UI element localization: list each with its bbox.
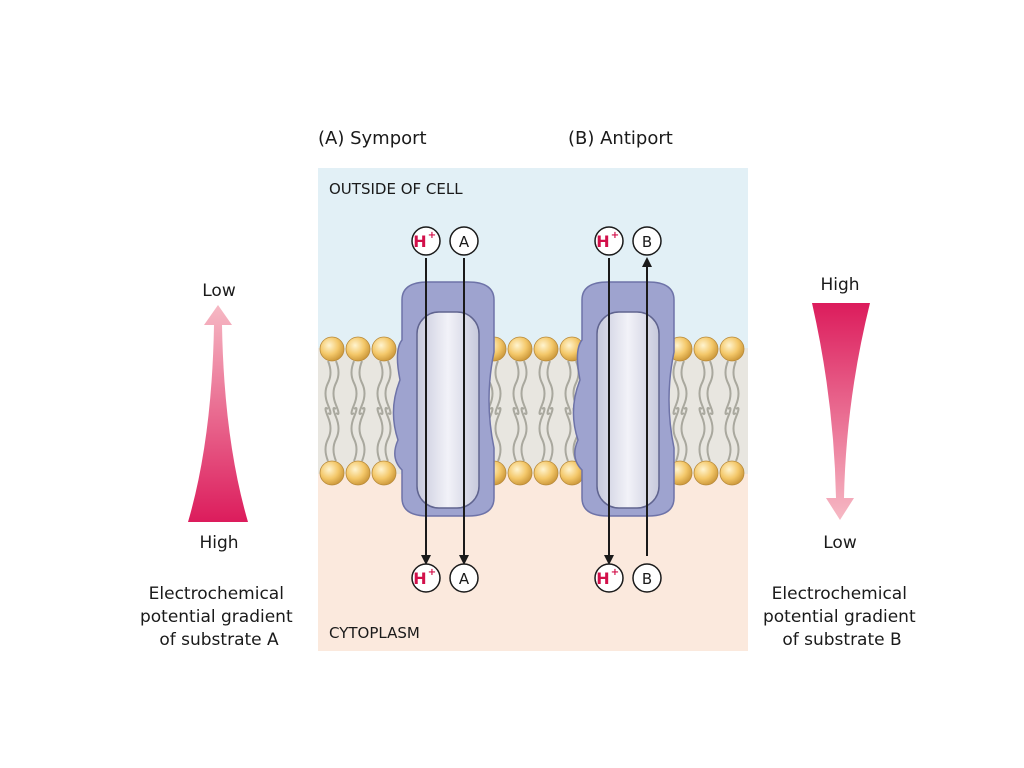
lipid-tail — [724, 360, 732, 415]
lipid-tail — [564, 407, 572, 462]
substrate-b-circle: B — [632, 226, 662, 256]
lipid-tail — [350, 360, 358, 415]
lipid-head — [319, 460, 345, 486]
lipid-head — [507, 460, 533, 486]
lipid-tail — [538, 407, 546, 462]
lipid-tail — [358, 360, 366, 415]
svg-text:B: B — [642, 233, 652, 251]
lipid-tail — [546, 360, 554, 415]
lipid-tail — [376, 360, 384, 415]
lipid-tail — [494, 360, 502, 415]
antiporter-protein — [572, 281, 675, 517]
lipid-tail — [384, 360, 392, 415]
svg-text:+: + — [428, 567, 436, 578]
lipid-head — [319, 336, 345, 362]
lipid-head — [507, 336, 533, 362]
lipid-tail — [724, 407, 732, 462]
lipid-tail — [698, 407, 706, 462]
lipid-tail — [698, 360, 706, 415]
lipid-tail — [564, 360, 572, 415]
panel-b-title: (B) Antiport — [568, 128, 673, 149]
lipid-tail — [358, 407, 366, 462]
gradient-a-bottom-label: High — [199, 533, 238, 553]
proton-circle: H + — [411, 226, 441, 256]
lipid-head — [371, 336, 397, 362]
gradient-b-caption: Electrochemical potential gradient of su… — [763, 584, 921, 650]
lipid-tail — [732, 407, 740, 462]
lipid-tail — [538, 360, 546, 415]
lipid-tail — [494, 407, 502, 462]
substrate-a-circle: A — [449, 563, 479, 593]
lipid-head — [693, 460, 719, 486]
svg-text:H: H — [596, 232, 609, 251]
lipid-tail — [512, 360, 520, 415]
gradient-arrow-a — [188, 305, 248, 522]
lipid-tail — [376, 407, 384, 462]
proton-circle: H + — [594, 563, 624, 593]
proton-circle: H + — [594, 226, 624, 256]
gradient-b-top-label: High — [820, 275, 859, 295]
cytoplasm-label: CYTOPLASM — [329, 624, 420, 642]
lipid-head — [719, 460, 745, 486]
lipid-tail — [332, 407, 340, 462]
svg-text:H: H — [596, 569, 609, 588]
lipid-tail — [546, 407, 554, 462]
lipid-head — [345, 336, 371, 362]
lipid-tail — [520, 407, 528, 462]
lipid-head — [693, 336, 719, 362]
symporter-protein — [392, 281, 495, 517]
gradient-a-top-label: Low — [202, 281, 236, 301]
lipid-tail — [706, 407, 714, 462]
lipid-tail — [332, 360, 340, 415]
lipid-tail — [512, 407, 520, 462]
gradient-b-bottom-label: Low — [823, 533, 857, 553]
svg-text:H: H — [413, 569, 426, 588]
svg-text:+: + — [428, 230, 436, 241]
lipid-head — [719, 336, 745, 362]
svg-text:+: + — [611, 567, 619, 578]
svg-text:A: A — [459, 233, 470, 251]
lipid-tail — [520, 360, 528, 415]
panel-a-title: (A) Symport — [318, 128, 427, 149]
lipid-tails — [324, 360, 740, 462]
lipid-tail — [350, 407, 358, 462]
lipid-head — [345, 460, 371, 486]
outside-label: OUTSIDE OF CELL — [329, 180, 463, 198]
svg-text:B: B — [642, 570, 652, 588]
lipid-tail — [732, 360, 740, 415]
substrate-b-circle: B — [632, 563, 662, 593]
lipid-tail — [324, 407, 332, 462]
lipid-head — [533, 336, 559, 362]
lipid-head — [371, 460, 397, 486]
proton-circle: H + — [411, 563, 441, 593]
gradient-arrow-b — [812, 303, 870, 520]
lipid-tail — [672, 407, 680, 462]
lipid-tail — [680, 407, 688, 462]
lipid-tail — [384, 407, 392, 462]
svg-text:H: H — [413, 232, 426, 251]
lipid-tail — [324, 360, 332, 415]
lipid-tail — [706, 360, 714, 415]
lipid-tail — [680, 360, 688, 415]
lipid-head — [533, 460, 559, 486]
gradient-a-caption: Electrochemical potential gradient of su… — [140, 584, 298, 650]
substrate-a-circle: A — [449, 226, 479, 256]
svg-text:+: + — [611, 230, 619, 241]
svg-text:A: A — [459, 570, 470, 588]
lipid-tail — [672, 360, 680, 415]
